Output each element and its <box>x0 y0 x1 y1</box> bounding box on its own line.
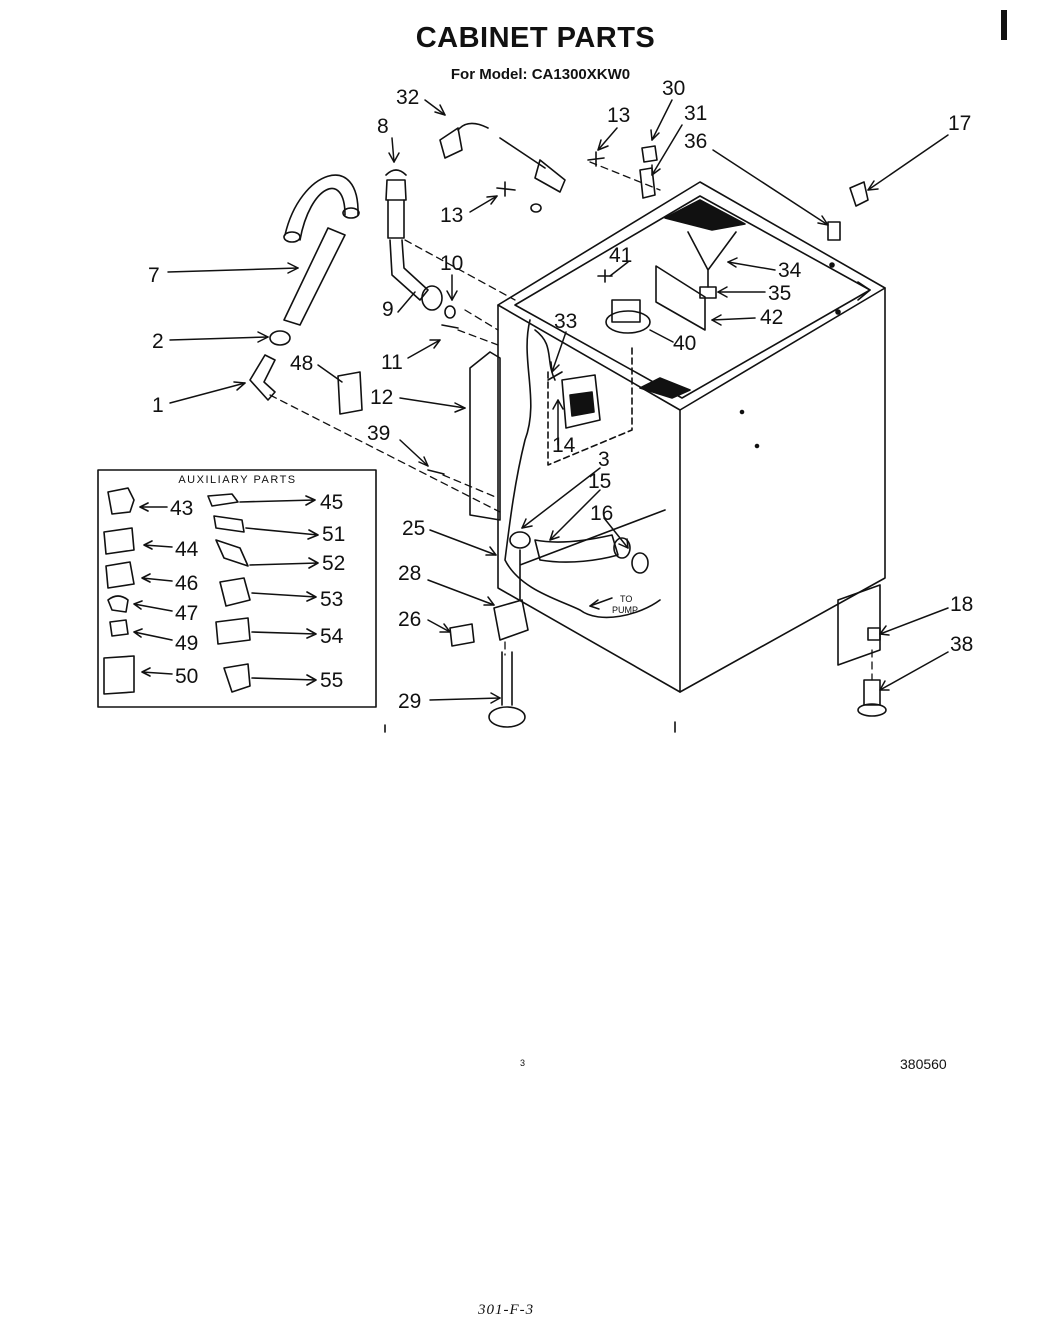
callout-25: 25 <box>402 517 425 540</box>
aux-label-43: 43 <box>170 497 193 520</box>
corner-registration-mark <box>1001 10 1007 40</box>
loose-parts <box>249 122 887 733</box>
handwritten-code: 301-F-3 <box>478 1302 535 1318</box>
to-pump-line2: PUMP <box>612 605 638 615</box>
document-number: 380560 <box>900 1056 947 1072</box>
callout-10: 10 <box>440 252 463 275</box>
callout-13-top: 13 <box>607 104 630 127</box>
footer-small-mark: 3 <box>520 1058 526 1068</box>
auxiliary-parts-box <box>97 469 377 708</box>
callout-41: 41 <box>609 244 632 267</box>
callout-26: 26 <box>398 608 421 631</box>
cabinet-body <box>469 181 886 693</box>
callout-16: 16 <box>590 502 613 525</box>
aux-label-46: 46 <box>175 572 198 595</box>
page-title: CABINET PARTS <box>415 22 656 54</box>
callout-18: 18 <box>950 593 973 616</box>
callout-34: 34 <box>778 259 802 282</box>
aux-part-45-icon <box>207 493 239 507</box>
callout-11: 11 <box>381 351 403 374</box>
guide-lines <box>269 161 873 681</box>
callout-13-mid: 13 <box>440 204 463 227</box>
auxiliary-parts-title: AUXILIARY PARTS <box>178 474 297 486</box>
callout-32: 32 <box>396 86 419 109</box>
callout-38: 38 <box>950 633 973 656</box>
aux-part-53-icon <box>219 577 251 607</box>
model-subtitle: For Model: CA1300XKW0 <box>450 66 631 83</box>
to-pump-line1: TO <box>620 594 632 604</box>
callout-17: 17 <box>948 112 971 135</box>
callout-2: 2 <box>152 330 164 353</box>
callout-1: 1 <box>152 394 164 417</box>
aux-part-50-icon <box>103 655 135 695</box>
callout-33: 33 <box>554 310 577 333</box>
aux-part-54-icon <box>215 617 251 645</box>
callout-7: 7 <box>148 264 160 287</box>
callout-36: 36 <box>684 130 707 153</box>
aux-part-49-icon <box>109 619 129 637</box>
callout-39: 39 <box>367 422 390 445</box>
aux-label-52: 52 <box>322 552 345 575</box>
callout-9: 9 <box>382 298 394 321</box>
callout-30: 30 <box>662 77 685 100</box>
aux-part-43-icon <box>107 487 135 515</box>
aux-label-47: 47 <box>175 602 198 625</box>
callout-35: 35 <box>768 282 791 305</box>
aux-label-54: 54 <box>320 625 344 648</box>
aux-label-55: 55 <box>320 669 343 692</box>
aux-label-45: 45 <box>320 491 343 514</box>
aux-label-53: 53 <box>320 588 343 611</box>
aux-part-47-icon <box>107 595 129 613</box>
callout-31: 31 <box>684 102 707 125</box>
callout-28: 28 <box>398 562 421 585</box>
aux-part-44-icon <box>103 527 135 555</box>
aux-label-49: 49 <box>175 632 198 655</box>
callout-3: 3 <box>598 448 610 471</box>
aux-part-46-icon <box>105 561 135 589</box>
leader-lines <box>167 99 949 704</box>
aux-label-51: 51 <box>322 523 345 546</box>
callout-42: 42 <box>760 306 783 329</box>
aux-part-51-icon <box>213 515 245 533</box>
aux-label-50: 50 <box>175 665 198 688</box>
callout-15: 15 <box>588 470 611 493</box>
callout-48: 48 <box>290 352 313 375</box>
callout-40: 40 <box>673 332 696 355</box>
callout-12: 12 <box>370 386 393 409</box>
aux-part-52-icon <box>215 539 249 567</box>
callout-14: 14 <box>552 434 576 457</box>
callout-8: 8 <box>377 115 389 138</box>
aux-label-44: 44 <box>175 538 199 561</box>
callout-labels: 1 2 3 7 8 9 10 11 12 13 13 14 15 16 17 1… <box>148 77 973 713</box>
callout-29: 29 <box>398 690 421 713</box>
aux-part-55-icon <box>223 663 251 693</box>
